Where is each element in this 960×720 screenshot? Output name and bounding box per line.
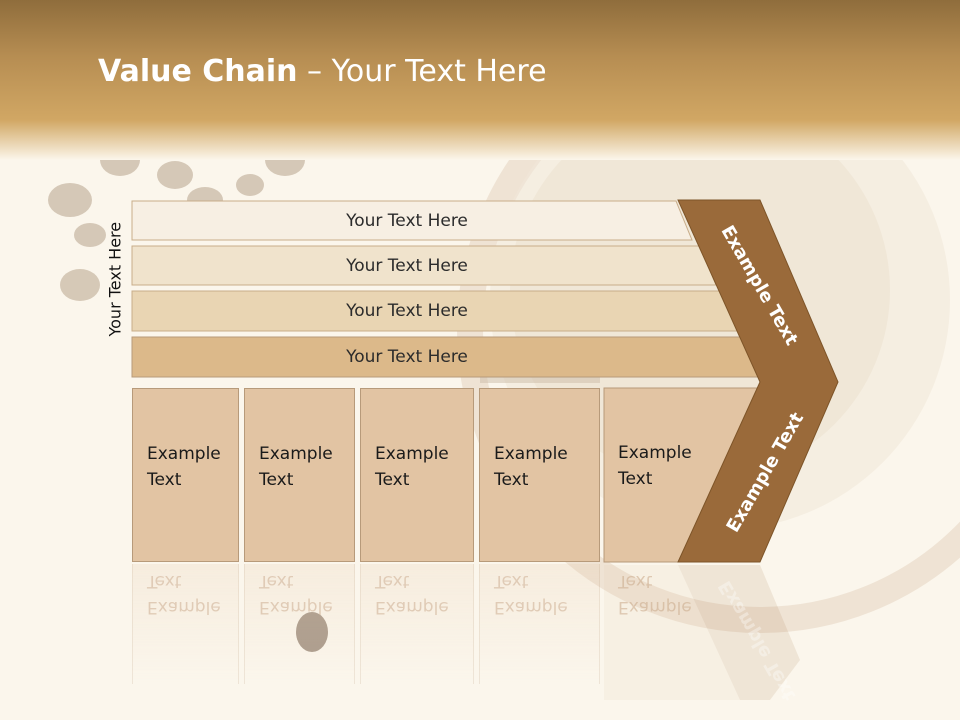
cell-3-reflection: Example Text <box>360 564 474 684</box>
cell-5-reflection-line2: Text <box>618 571 653 591</box>
cell-5-reflection-line1: Example <box>618 597 692 617</box>
cell-1-line1: Example <box>147 444 221 464</box>
cell-3-line1: Example <box>375 444 449 464</box>
bar-2-label: Your Text Here <box>346 256 468 276</box>
cell-2-reflection: Example Text <box>244 564 355 684</box>
cell-1-reflection: Example Text <box>132 564 239 684</box>
cell-1: Example Text <box>132 388 239 562</box>
cell-1-reflection-line2: Text <box>147 571 182 591</box>
title-bold: Value Chain <box>98 54 298 89</box>
cell-4-reflection-line2: Text <box>494 571 529 591</box>
cell-2: Example Text <box>244 388 355 562</box>
title-rest: – Your Text Here <box>297 54 547 89</box>
bar-4: Your Text Here <box>132 337 702 377</box>
cell-2-line1: Example <box>259 444 333 464</box>
bar-1: Your Text Here <box>132 201 702 241</box>
bar-1-label: Your Text Here <box>346 211 468 231</box>
cell-4-line2: Text <box>494 470 529 490</box>
bar-2: Your Text Here <box>132 246 702 286</box>
bar-3: Your Text Here <box>132 291 702 331</box>
bar-3-label: Your Text Here <box>346 301 468 321</box>
cell-1-reflection-line1: Example <box>147 597 221 617</box>
header-band <box>0 0 960 160</box>
chevron-shape <box>677 199 839 563</box>
cell-5-line1: Example <box>618 443 692 463</box>
cell-5-text: Example Text <box>604 388 704 562</box>
cell-3: Example Text <box>360 388 474 562</box>
cell-3-reflection-line2: Text <box>375 571 410 591</box>
cell-5-reflection: Example Text <box>604 564 704 684</box>
cell-2-line2: Text <box>259 470 294 490</box>
cell-3-line2: Text <box>375 470 410 490</box>
cell-2-reflection-line2: Text <box>259 571 294 591</box>
cell-4-reflection: Example Text <box>479 564 600 684</box>
bar-shape-1 <box>131 200 693 241</box>
cell-1-line2: Text <box>147 470 182 490</box>
cell-3-reflection-line1: Example <box>375 597 449 617</box>
cell-4-line1: Example <box>494 444 568 464</box>
cell-4-reflection-line1: Example <box>494 597 568 617</box>
cell-2-reflection-line1: Example <box>259 597 333 617</box>
cell-5-line2: Text <box>618 469 653 489</box>
slide-title: Value Chain – Your Text Here <box>98 54 547 89</box>
bar-4-label: Your Text Here <box>346 347 468 367</box>
cell-4: Example Text <box>479 388 600 562</box>
